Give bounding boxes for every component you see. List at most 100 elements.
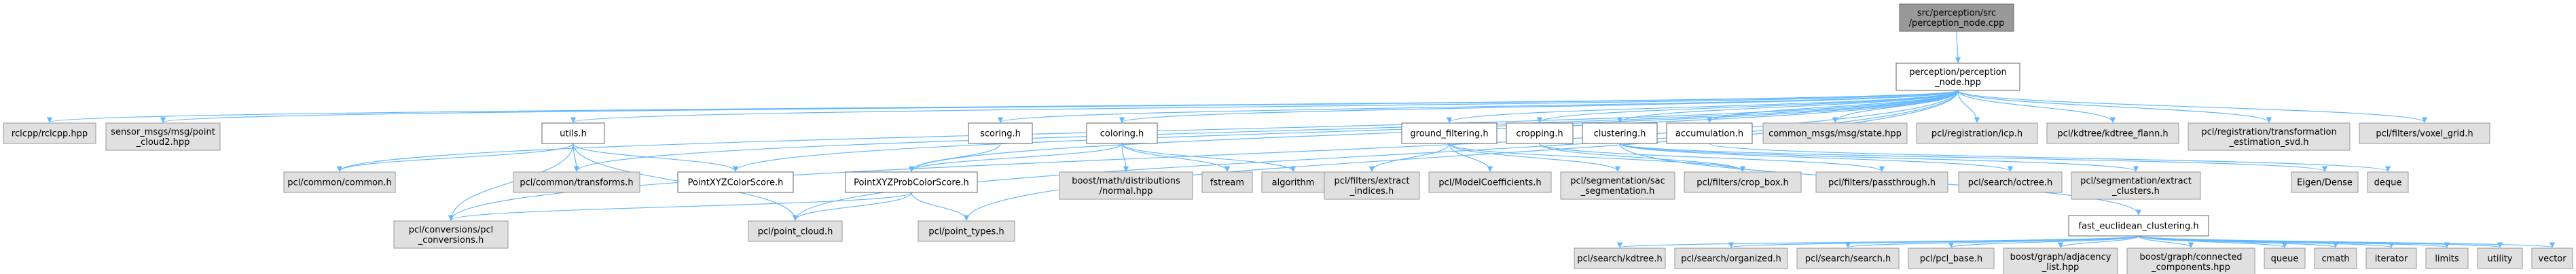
node-box <box>2531 247 2573 269</box>
node-box <box>1086 122 1158 144</box>
node-box <box>2477 247 2523 269</box>
node-vector: vector <box>2531 247 2573 269</box>
node-organized: pcl/search/organized.h <box>1674 247 1788 269</box>
node-adjacency: boost/graph/adjacency_list.hpp <box>2003 247 2118 274</box>
node-label: utility <box>2488 254 2513 264</box>
node-ground-filtering[interactable]: ground_filtering.h <box>1401 122 1498 144</box>
node-label: PointXYZColorScore.h <box>688 178 784 188</box>
node-svd: pcl/registration/transformation_estimati… <box>2188 122 2351 151</box>
node-box <box>2264 247 2306 269</box>
node-conversions: pcl/conversions/pcl_conversions.h <box>393 220 509 249</box>
node-icp: pcl/registration/icp.h <box>1916 122 2038 144</box>
edge-probcolorscore-to-point-types <box>911 192 970 221</box>
node-scoring[interactable]: scoring.h <box>968 122 1033 144</box>
node-limits: limits <box>2425 247 2469 269</box>
node-cropping[interactable]: cropping.h <box>1506 122 1574 144</box>
node-colorscore[interactable]: PointXYZColorScore.h <box>677 171 794 193</box>
nodes-layer: src/perception/src/perception_node.cpppe… <box>3 3 2573 274</box>
node-extract-clusters: pcl/segmentation/extract_clusters.h <box>2071 171 2201 200</box>
node-utils[interactable]: utils.h <box>541 122 605 144</box>
node-box <box>2367 171 2409 193</box>
node-cmath: cmath <box>2314 247 2357 269</box>
node-label: pcl/kdtree/kdtree_flann.h <box>2057 129 2168 139</box>
edge-utils-to-colorscore <box>573 143 739 172</box>
node-box <box>3 122 96 144</box>
node-label: _conversions.h <box>418 235 484 245</box>
node-label: pcl/search/organized.h <box>1681 254 1781 264</box>
node-label: pcl/segmentation/extract <box>2080 176 2192 186</box>
edge-fec-to-vector <box>2138 235 2555 248</box>
node-box <box>1796 247 1900 269</box>
edge-perception-hpp-to-voxel <box>1957 90 2427 123</box>
node-label: _segmentation.h <box>1580 186 1655 196</box>
node-box <box>2359 122 2490 144</box>
node-box <box>2188 122 2351 151</box>
node-search: pcl/search/search.h <box>1796 247 1900 269</box>
node-label: boost/math/distributions <box>1072 176 1180 186</box>
node-label: pcl/segmentation/sac <box>1570 176 1665 186</box>
node-fec[interactable]: fast_euclidean_clustering.h <box>2068 215 2209 237</box>
node-box <box>1582 122 1658 144</box>
node-box <box>283 171 396 193</box>
node-label: pcl/pcl_base.h <box>1920 254 1982 264</box>
node-label: pcl/filters/extract <box>1335 176 1410 186</box>
node-label: cropping.h <box>1516 129 1563 139</box>
node-label: fstream <box>1210 178 1244 188</box>
node-box <box>1560 171 1675 200</box>
edge-perception-hpp-to-coloring <box>1119 90 1959 123</box>
node-label: iterator <box>2375 254 2408 264</box>
node-pcl-base: pcl/pcl_base.h <box>1908 247 1995 269</box>
node-box <box>1428 171 1552 193</box>
edge-perception-hpp-to-point-cloud <box>792 90 1959 221</box>
node-box <box>1895 63 2020 91</box>
node-label: utils.h <box>560 129 587 139</box>
edge-ground-filtering-to-modelcoeff <box>1449 143 1493 172</box>
node-label: sensor_msgs/msg/point <box>111 127 215 137</box>
node-clustering[interactable]: clustering.h <box>1582 122 1658 144</box>
edge-perception-hpp-to-colorscore <box>733 90 1959 172</box>
node-label: _indices.h <box>1349 186 1394 196</box>
node-label: coloring.h <box>1100 129 1144 139</box>
node-box <box>677 171 794 193</box>
node-voxel: pcl/filters/voxel_grid.h <box>2359 122 2490 144</box>
node-box <box>1908 247 1995 269</box>
edge-clustering-to-octree <box>1619 143 2013 172</box>
node-box <box>513 171 640 193</box>
node-iterator: iterator <box>2365 247 2417 269</box>
node-extract-indices: pcl/filters/extract_indices.h <box>1324 171 1420 200</box>
node-label: algorithm <box>1272 178 1315 188</box>
node-box <box>2003 247 2118 274</box>
node-passthrough: pcl/filters/passthrough.h <box>1815 171 1948 193</box>
node-pointcloud2: sensor_msgs/msg/point_cloud2.hpp <box>105 122 221 151</box>
node-perception-hpp[interactable]: perception/perception_node.hpp <box>1895 63 2020 91</box>
edge-perception-hpp-to-svd <box>1957 90 2272 123</box>
node-label: ground_filtering.h <box>1410 129 1488 139</box>
node-box <box>1762 122 1908 144</box>
node-label: boost/graph/connected <box>2140 252 2243 262</box>
node-label: pcl/filters/crop_box.h <box>1697 178 1789 188</box>
node-coloring[interactable]: coloring.h <box>1086 122 1158 144</box>
node-box <box>1261 171 1325 193</box>
node-label: pcl/filters/voxel_grid.h <box>2376 129 2473 139</box>
node-probcolorscore[interactable]: PointXYZProbColorScore.h <box>845 171 978 193</box>
edge-root-to-perception-hpp <box>1955 31 1961 63</box>
node-label: src/perception/src <box>1917 8 1996 18</box>
node-label: pcl/point_cloud.h <box>758 227 833 237</box>
node-label: _list.hpp <box>2042 262 2079 273</box>
node-root: src/perception/src/perception_node.cpp <box>1899 3 2014 32</box>
edge-fec-to-organized <box>1728 235 2139 248</box>
node-label: pcl/common/transforms.h <box>520 178 633 188</box>
edge-coloring-to-normal <box>1121 143 1129 172</box>
node-box <box>1324 171 1420 200</box>
edge-ground-filtering-to-sac <box>1449 143 1621 172</box>
node-box <box>1506 122 1574 144</box>
node-label: fast_euclidean_clustering.h <box>2078 222 2198 232</box>
node-box <box>105 122 221 151</box>
edge-perception-hpp-to-transforms <box>574 90 1959 172</box>
node-accumulation[interactable]: accumulation.h <box>1666 122 1753 144</box>
node-box <box>2126 247 2255 274</box>
node-connected: boost/graph/connected_components.hpp <box>2126 247 2255 274</box>
node-box <box>2046 122 2179 144</box>
edge-probcolorscore-to-point-cloud <box>792 192 912 221</box>
node-box <box>1674 247 1788 269</box>
